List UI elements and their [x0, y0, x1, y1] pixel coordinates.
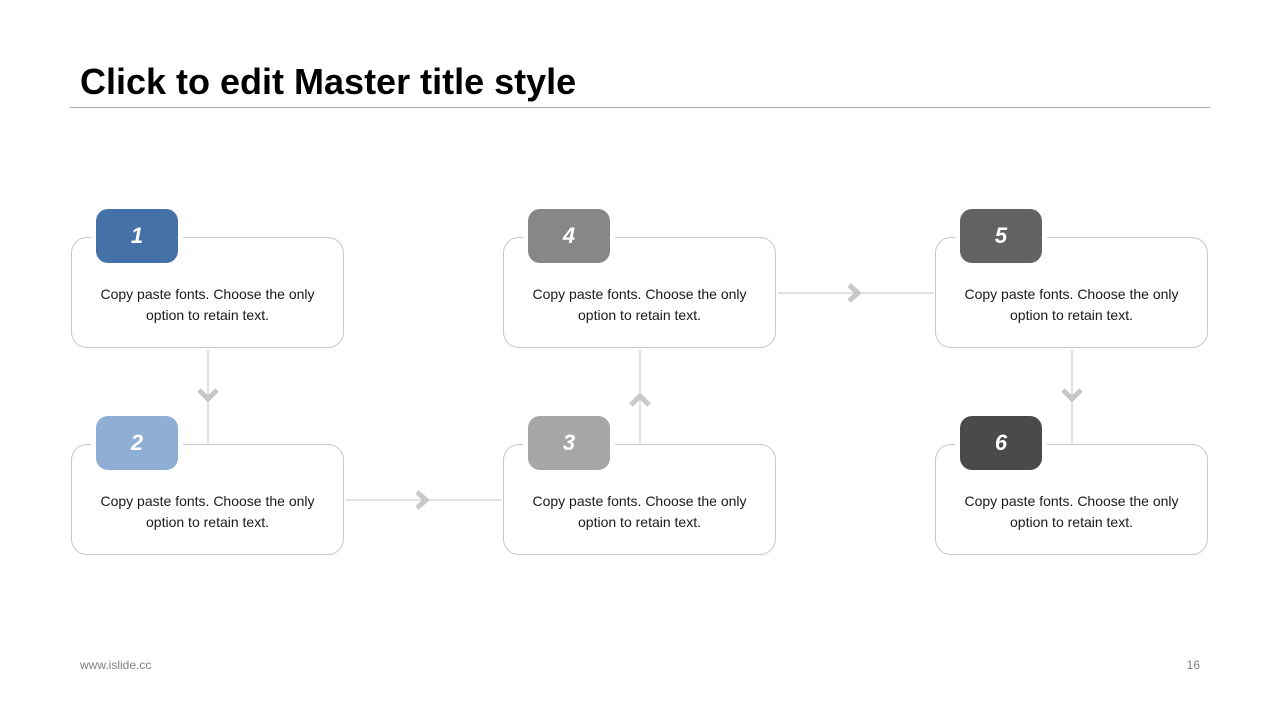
step-badge-6[interactable]: 6	[960, 416, 1042, 470]
step-5-number: 5	[994, 223, 1008, 248]
step-2-number: 2	[130, 430, 144, 455]
page-number: 16	[1186, 658, 1200, 672]
step-4-number: 4	[562, 223, 576, 248]
step-badge-3[interactable]: 3	[528, 416, 610, 470]
step-badge-2[interactable]: 2	[96, 416, 178, 470]
chevron-right-icon	[415, 490, 430, 510]
chevron-down-icon	[197, 388, 219, 403]
step-badge-4[interactable]: 4	[528, 209, 610, 263]
step-6-number: 6	[994, 430, 1008, 455]
footer-url: www.islide.cc	[80, 658, 152, 672]
step-card-5[interactable]: Copy paste fonts. Choose the only option…	[935, 237, 1208, 348]
step-3-number: 3	[562, 430, 576, 455]
chevron-down-icon	[1061, 388, 1083, 403]
step-3-text: Copy paste fonts. Choose the only option…	[532, 493, 747, 530]
step-6-text: Copy paste fonts. Choose the only option…	[964, 493, 1179, 530]
step-badge-1[interactable]: 1	[96, 209, 178, 263]
step-5-text: Copy paste fonts. Choose the only option…	[964, 286, 1179, 323]
title-divider	[70, 107, 1210, 108]
step-4-text: Copy paste fonts. Choose the only option…	[532, 286, 747, 323]
step-1-text: Copy paste fonts. Choose the only option…	[100, 286, 315, 323]
step-badge-5[interactable]: 5	[960, 209, 1042, 263]
slide-title[interactable]: Click to edit Master title style	[80, 61, 577, 102]
step-1-number: 1	[130, 223, 144, 248]
step-2-text: Copy paste fonts. Choose the only option…	[100, 493, 315, 530]
chevron-right-icon	[847, 283, 862, 303]
chevron-up-icon	[629, 392, 651, 407]
